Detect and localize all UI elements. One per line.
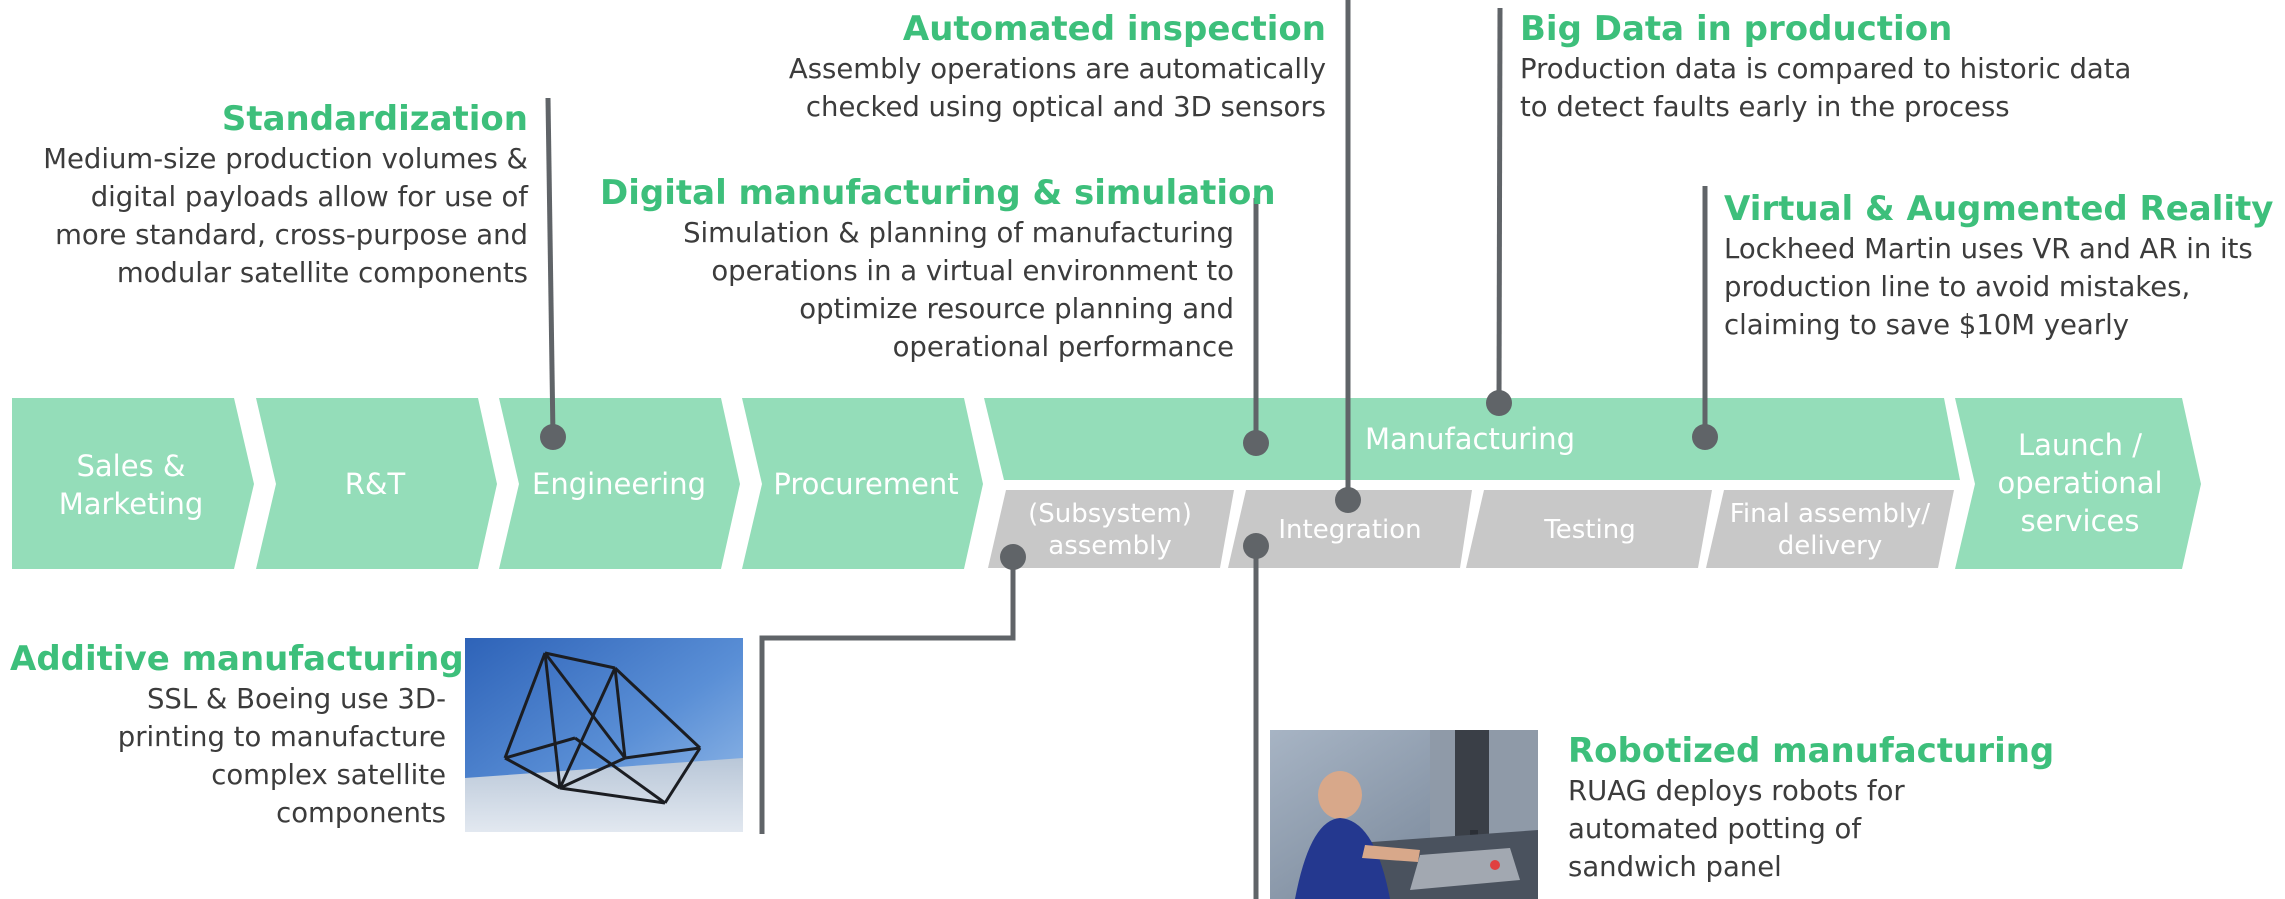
stage-label-manufacturing: Manufacturing [1365, 422, 1575, 456]
sub-stage-subsystem-chevron [988, 490, 1234, 568]
connector-additive [759, 557, 1016, 834]
3d-printed-truss-photo [465, 638, 743, 832]
annotation-vr-ar: Virtual & Augmented Reality Lockheed Mar… [1724, 188, 2280, 344]
annotation-additive: Additive manufacturing SSL & Boeing use … [10, 638, 464, 832]
annotation-robotized: Robotized manufacturing RUAG deploys rob… [1568, 730, 2088, 886]
annotation-standardization: Standardization Medium-size production v… [10, 98, 528, 292]
connector-standardization [545, 97, 556, 438]
stage-procurement-chevron [742, 398, 983, 569]
sub-stage-label-final: Final assembly/delivery [1730, 499, 1931, 561]
stage-rt-chevron [256, 398, 497, 569]
dot-robotized [1243, 533, 1269, 559]
dot-vr-ar [1692, 424, 1718, 450]
dot-standardization [540, 424, 566, 450]
annotation-body: Medium-size production volumes & digital… [43, 143, 528, 289]
annotation-digital-mfg: Digital manufacturing & simulation Simul… [600, 172, 1276, 366]
dot-digital-mfg [1243, 430, 1269, 456]
dot-automated-inspection [1335, 487, 1361, 513]
annotation-body: Assembly operations are automatically ch… [788, 53, 1326, 123]
stage-sales-chevron [12, 398, 254, 569]
annotation-title: Standardization [221, 99, 528, 139]
annotation-big-data: Big Data in production Production data i… [1520, 8, 2220, 126]
stage-label-engineering: Engineering [532, 467, 706, 501]
annotation-body: SSL & Boeing use 3D- printing to manufac… [117, 683, 446, 829]
stage-manufacturing-chevron [984, 398, 1960, 480]
robot-worker-photo [1270, 730, 1538, 899]
sub-stage-integration-chevron [1228, 490, 1472, 568]
annotation-automated-inspection: Automated inspection Assembly operations… [740, 8, 1326, 126]
annotation-title: Virtual & Augmented Reality [1724, 189, 2274, 229]
annotation-body: Lockheed Martin uses VR and AR in its pr… [1724, 233, 2253, 341]
sub-stage-label-integration: Integration [1278, 515, 1421, 545]
annotation-title: Big Data in production [1520, 9, 1953, 49]
annotation-body: RUAG deploys robots for automated pottin… [1568, 775, 1905, 883]
annotation-title: Automated inspection [902, 9, 1326, 49]
annotation-title: Digital manufacturing & simulation [600, 173, 1276, 213]
stage-label-rt: R&T [345, 467, 406, 501]
dot-big-data [1486, 390, 1512, 416]
annotation-title: Robotized manufacturing [1568, 731, 2055, 771]
sub-stage-testing-chevron [1466, 490, 1712, 568]
dot-additive [1000, 544, 1026, 570]
connector-big-data [1496, 7, 1503, 404]
stage-launch-chevron [1955, 398, 2201, 569]
sub-stage-label-testing: Testing [1543, 515, 1635, 545]
stage-label-sales: Sales &Marketing [59, 449, 204, 521]
stage-label-procurement: Procurement [773, 467, 958, 501]
annotation-body: Simulation & planning of manufacturing o… [683, 217, 1234, 363]
annotation-title: Additive manufacturing [10, 639, 464, 679]
annotation-body: Production data is compared to historic … [1520, 53, 2132, 123]
sub-stage-final-chevron [1706, 490, 1954, 568]
sub-stage-label-subsystem: (Subsystem)assembly [1028, 499, 1192, 561]
